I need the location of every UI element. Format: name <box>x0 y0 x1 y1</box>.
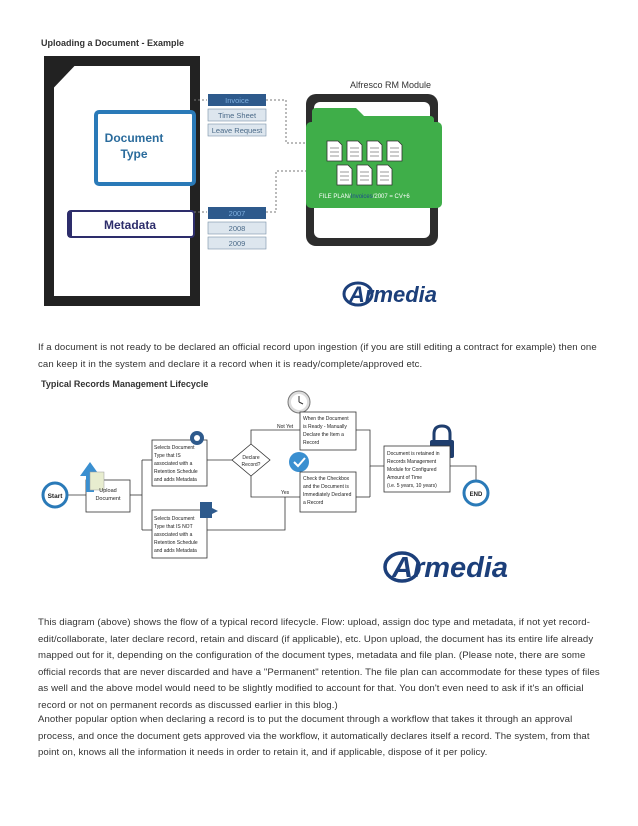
selects-is-box <box>151 439 208 487</box>
year-2008 <box>207 221 267 235</box>
selects-not-text: Selects Document Type that IS NOT associ… <box>154 516 199 554</box>
selects-is-text: Selects Document Type that IS associated… <box>154 445 199 483</box>
manual-declare-box <box>299 411 357 451</box>
arrow-doc-icon <box>200 502 218 518</box>
clock-icon <box>287 390 311 414</box>
end-label: END <box>470 492 483 498</box>
figure1-title: Uploading a Document - Example <box>41 38 185 48</box>
end-node <box>462 479 490 507</box>
year-2009 <box>207 236 267 250</box>
upload-example-diagram: Document Type Metadata Invoice Time Shee… <box>44 56 442 307</box>
year-2007-label: 2007 <box>229 209 246 218</box>
doc-type-timesheet <box>207 108 267 122</box>
check-icon <box>289 452 309 472</box>
declare-decision <box>231 443 271 477</box>
selects-not-box <box>151 509 208 559</box>
metadata-label: Metadata <box>104 218 156 232</box>
year-2008-label: 2008 <box>229 224 246 233</box>
paragraph-2: This diagram (above) shows the flow of a… <box>38 617 600 711</box>
gear-icon <box>190 431 204 445</box>
file-plan-path: FILE PLAN/Invoices/2007 = CV+6 <box>319 194 410 200</box>
yes-label: Yes <box>281 490 290 496</box>
doc-type-invoice-label: Invoice <box>225 96 249 105</box>
checkbox-declare-text: Check the Checkbox and the Document is I… <box>303 476 353 506</box>
declare-label-1: Declare <box>242 455 259 461</box>
retained-text: Document is retained in Records Manageme… <box>387 451 441 489</box>
retained-box <box>383 445 451 493</box>
start-label: Start <box>48 493 64 500</box>
figure2-title: Typical Records Management Lifecycle <box>41 379 209 389</box>
upload-doc-icon <box>89 471 105 491</box>
document-type-label-1: Document <box>105 131 164 145</box>
paragraph-3: Another popular option when declaring a … <box>38 714 590 758</box>
doc-type-timesheet-label: Time Sheet <box>218 111 257 120</box>
folder-tab <box>312 108 434 124</box>
document-type-box <box>94 110 196 186</box>
year-2007 <box>208 207 266 219</box>
document-type-label-2: Type <box>120 147 147 161</box>
year-2009-label: 2009 <box>229 239 246 248</box>
module-title: Alfresco RM Module <box>350 80 431 90</box>
checkbox-declare-box <box>299 471 357 513</box>
lifecycle-diagram: Start Upload Document Selects Document T… <box>41 390 508 584</box>
upload-label-2: Document <box>95 496 121 502</box>
armedia-logo: Armedia <box>342 281 437 307</box>
doc-type-leave <box>207 123 267 137</box>
paragraph-1: If a document is not ready to be declare… <box>38 342 597 370</box>
svg-text:Armedia: Armedia <box>348 282 437 307</box>
doc-type-leave-label: Leave Request <box>212 126 263 135</box>
start-node <box>41 481 69 509</box>
armedia-logo-2: Armedia <box>383 551 508 584</box>
manual-declare-text: When the Document is Ready - Manually De… <box>303 416 350 446</box>
not-yet-label: Not Yet <box>277 424 294 430</box>
declare-label-2: Record? <box>242 462 261 468</box>
upload-label-1: Upload <box>99 488 116 494</box>
svg-text:Armedia: Armedia <box>391 552 508 584</box>
doc-type-invoice <box>208 94 266 106</box>
